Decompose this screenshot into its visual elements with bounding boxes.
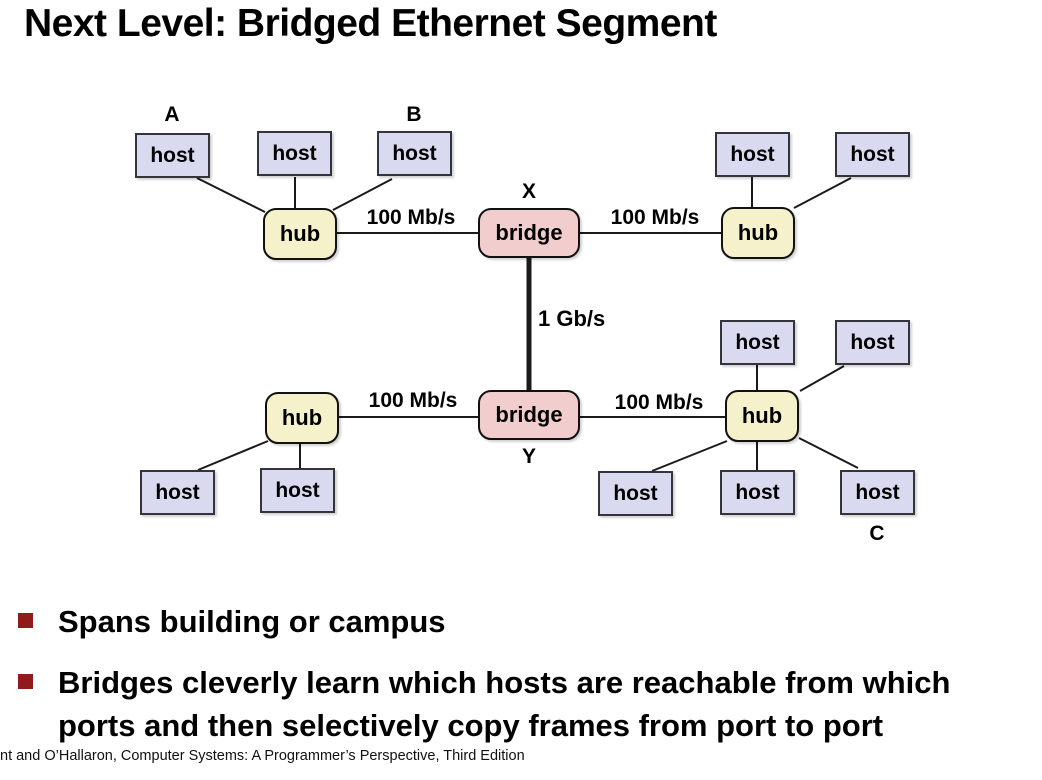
link-label-trunk: 1 Gb/s xyxy=(538,306,606,331)
point-label-a: A xyxy=(164,103,180,126)
point-label-c: C xyxy=(869,522,885,545)
host-node-bl2: host xyxy=(260,468,335,513)
host-node-bl1: host xyxy=(140,470,215,515)
hub-node-bl: hub xyxy=(265,392,339,444)
link-label-hub-bl-bridge-y: 100 Mb/s xyxy=(368,389,458,412)
host-node-c: host xyxy=(840,470,915,515)
link-label-bridge-x-hub-tr: 100 Mb/s xyxy=(610,206,700,229)
bullet-2-line-2: ports and then selectively copy frames f… xyxy=(58,708,884,743)
bullet-item-1: Spans building or campus xyxy=(18,600,446,643)
slide-title: Next Level: Bridged Ethernet Segment xyxy=(24,2,717,45)
bullet-1-text: Spans building or campus xyxy=(58,604,446,639)
host-node-br-mid: host xyxy=(598,471,673,516)
host-node-tl2: host xyxy=(257,131,332,176)
wire-host-a-hub-tl xyxy=(196,177,266,213)
wire-hub-br-host-mid xyxy=(651,440,728,472)
host-node-br-tr: host xyxy=(835,320,910,365)
wire-host-b-hub-tl xyxy=(332,178,393,211)
footer-attribution: nt and O’Hallaron, Computer Systems: A P… xyxy=(0,748,525,764)
host-node-tr1: host xyxy=(715,132,790,177)
hub-node-tl: hub xyxy=(263,208,337,260)
host-node-br-tl: host xyxy=(720,320,795,365)
hub-node-br: hub xyxy=(725,390,799,442)
point-label-b: B xyxy=(406,103,422,126)
wire-hub-br-host-brtr xyxy=(799,365,845,392)
bullet-square-icon xyxy=(18,674,33,689)
host-node-b: host xyxy=(377,131,452,176)
wire-host-tr2-hub-tr xyxy=(793,177,852,209)
bridge-node-y: bridge xyxy=(478,390,580,440)
host-node-br-bl: host xyxy=(720,470,795,515)
bullet-square-icon xyxy=(18,613,33,628)
hub-node-tr: hub xyxy=(721,207,795,259)
link-label-hub-tl-bridge-x: 100 Mb/s xyxy=(366,206,456,229)
bullet-item-2: Bridges cleverly learn which hosts are r… xyxy=(18,661,950,747)
point-label-y: Y xyxy=(521,445,536,468)
bullet-2-line-1: Bridges cleverly learn which hosts are r… xyxy=(58,665,951,700)
wire-hub-bl-host-bl1 xyxy=(197,440,269,471)
point-label-x: X xyxy=(521,180,536,203)
link-label-bridge-y-hub-br: 100 Mb/s xyxy=(614,391,704,414)
host-node-a: host xyxy=(135,133,210,178)
host-node-tr2: host xyxy=(835,132,910,177)
bridge-node-x: bridge xyxy=(478,208,580,258)
wire-hub-br-host-c xyxy=(798,437,859,469)
